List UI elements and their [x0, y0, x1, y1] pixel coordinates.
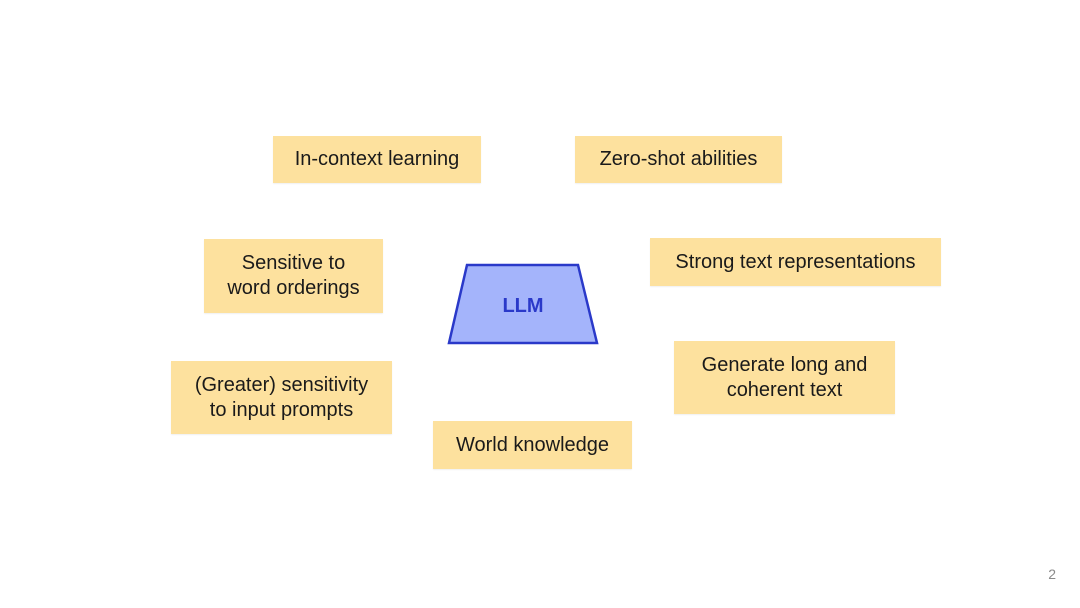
- note-world-knowledge: World knowledge: [433, 421, 632, 469]
- note-text: In-context learning: [294, 148, 460, 170]
- note-text-line-1: Sensitive to: [241, 252, 346, 274]
- note-in-context-learning: In-context learning: [273, 136, 481, 183]
- note-sensitive-to-word-orderings: Sensitive to word orderings: [204, 239, 383, 313]
- llm-trapezoid: LLM: [444, 262, 602, 346]
- note-text-line-1: Generate long and: [701, 353, 868, 376]
- note-text-line-2: coherent text: [726, 378, 843, 401]
- note-text: Zero-shot abilities: [599, 148, 758, 170]
- note-text-line-2: word orderings: [227, 277, 360, 299]
- page-number: 2: [1048, 566, 1056, 582]
- note-strong-text-representations: Strong text representations: [650, 238, 941, 286]
- note-zero-shot-abilities: Zero-shot abilities: [575, 136, 782, 183]
- note-text-line-1: (Greater) sensitivity: [194, 373, 369, 396]
- trapezoid-shape: [447, 263, 599, 345]
- note-text: Strong text representations: [675, 250, 916, 273]
- note-generate-long-and-coherent-text: Generate long and coherent text: [674, 341, 895, 414]
- llm-label: LLM: [502, 294, 544, 317]
- note-greater-sensitivity-to-input-prompts: (Greater) sensitivity to input prompts: [171, 361, 392, 434]
- note-text: World knowledge: [455, 433, 610, 456]
- note-text-line-2: to input prompts: [209, 398, 354, 421]
